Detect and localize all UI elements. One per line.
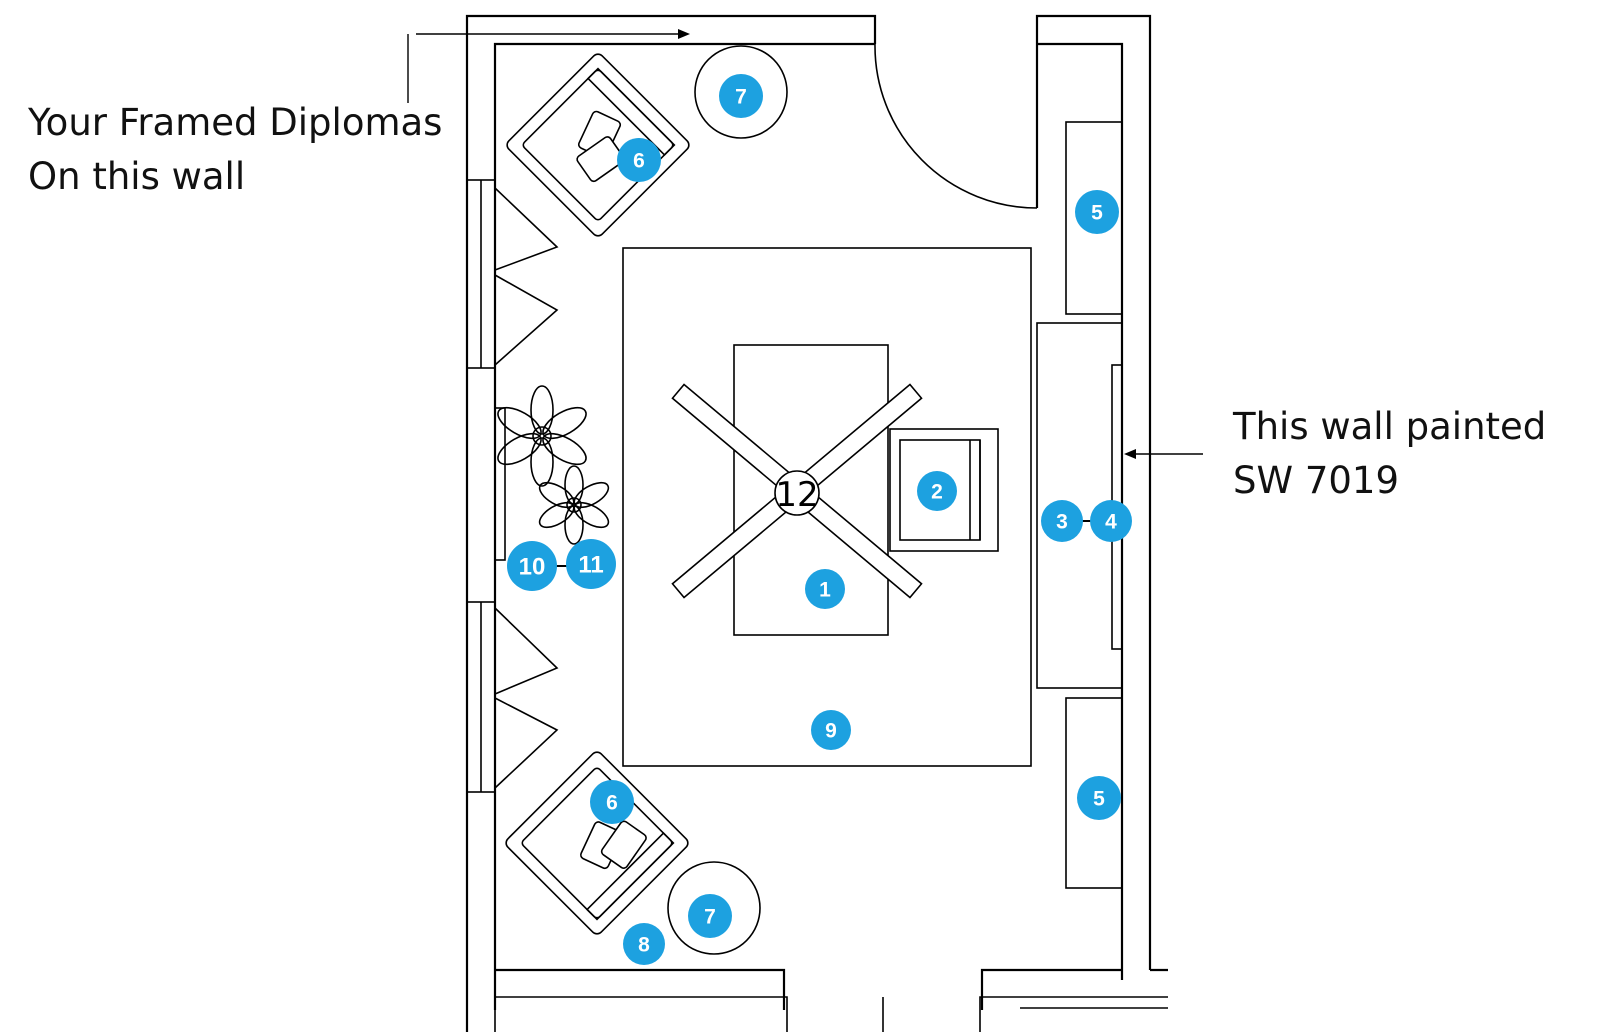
console-icon [494,407,506,561]
badge-number: 4 [1105,511,1117,534]
door-swing-icon [874,43,1038,209]
badge-circle [617,138,661,182]
ceiling-fan-icon: 12 [671,383,923,599]
badge-number: 6 [633,150,645,173]
badge-circle [507,541,557,591]
leader-arrows [407,29,1203,459]
badge-circle [719,74,763,118]
diplomas-annotation: Your Framed Diplomas On this wall [28,96,442,204]
badge-number: 7 [735,86,747,109]
badge-circle [805,569,845,609]
side-table-icon [667,45,788,955]
badge-number: 5 [1091,202,1103,225]
badge-circle [566,539,616,589]
diplomas-annotation-line-2: On this wall [28,155,246,198]
armchair-icon [505,751,689,935]
badge-number: 11 [578,552,603,579]
badge-circle [688,894,732,938]
badge-number: 8 [638,934,650,957]
badge-circle [590,780,634,824]
badge-number: 6 [606,792,618,815]
armchair-icon [506,53,690,237]
bookshelf-icon [1065,121,1123,889]
badge-circle [1077,776,1121,820]
paint-annotation-line-2: SW 7019 [1233,459,1399,502]
badge-circle [1041,500,1083,542]
window-icon [466,179,559,793]
badge-number: 10 [519,554,546,581]
badge-number: 9 [825,720,837,743]
desk-icon [733,344,889,636]
paint-annotation-line-1: This wall painted [1233,405,1547,448]
badge-number: 1 [819,579,831,602]
badge-circle [811,710,851,750]
badge-circle [1090,500,1132,542]
plant-icon [497,385,587,487]
badge-circle [1075,190,1119,234]
rug-icon [622,247,1032,767]
paint-annotation: This wall painted SW 7019 [1233,400,1546,508]
badge-number: 5 [1093,788,1105,811]
badge-number: 3 [1056,511,1068,534]
badge-number: 2 [931,481,943,504]
fan-label: 12 [775,475,818,515]
badge-circle [917,471,957,511]
plant-icon [538,465,610,545]
badge-number: 7 [704,906,716,929]
diplomas-annotation-line-1: Your Framed Diplomas [28,101,443,144]
badge-circle [623,923,665,965]
